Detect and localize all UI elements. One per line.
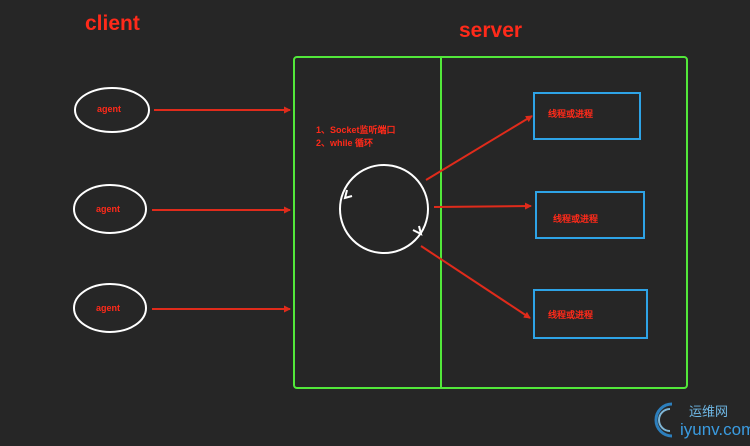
loop-arrowhead <box>343 189 353 200</box>
watermark-logo-icon <box>654 402 673 438</box>
worker-label: 线程或进程 <box>548 310 594 320</box>
worker-label: 线程或进程 <box>553 214 599 224</box>
dispatch-arrow <box>433 202 532 210</box>
loop-arrowhead <box>412 225 423 236</box>
dispatch-arrow <box>420 245 531 319</box>
worker-box <box>533 92 641 140</box>
event-loop-circle <box>339 164 429 254</box>
worker-box <box>535 191 645 239</box>
server-note-loop: 2、while 循环 <box>316 138 374 148</box>
agent-node <box>73 283 147 333</box>
agent-label: agent <box>97 104 122 114</box>
server-title: server <box>459 19 523 42</box>
server-box <box>293 56 688 389</box>
watermark-en: iyunv.com <box>680 420 750 439</box>
server-note-socket: 1、Socket监听端口 <box>316 125 396 135</box>
worker-label: 线程或进程 <box>548 109 594 119</box>
agent-node <box>74 87 150 133</box>
worker-box <box>533 289 648 339</box>
agent-label: agent <box>96 303 121 313</box>
dispatch-arrow <box>425 115 533 181</box>
watermark-cn: 运维网 <box>689 405 729 420</box>
agent-label: agent <box>96 204 121 214</box>
client-title: client <box>85 12 140 35</box>
agent-node <box>73 184 147 234</box>
